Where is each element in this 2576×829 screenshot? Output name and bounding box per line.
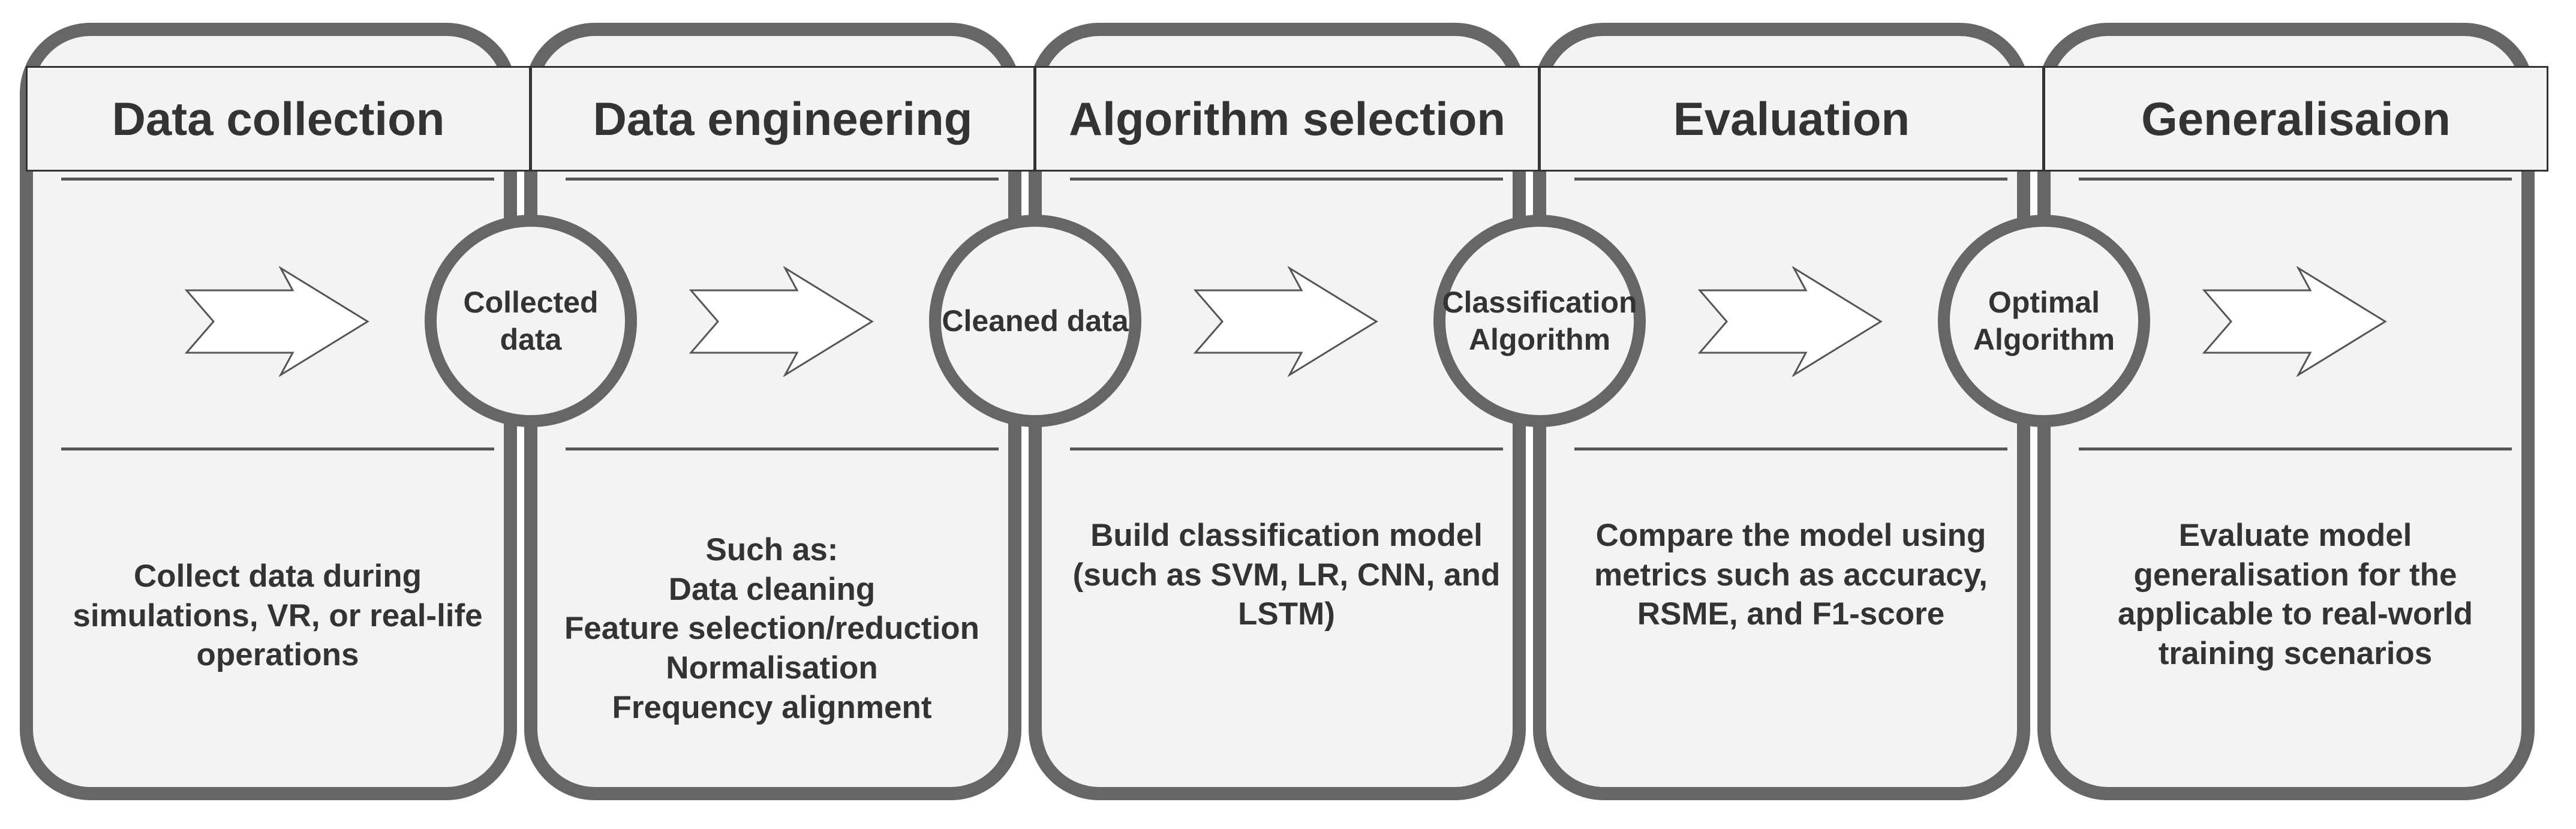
- flow-arrow-icon: [185, 266, 371, 377]
- divider-upper: [566, 178, 999, 181]
- divider-lower: [61, 447, 494, 450]
- stage-description-algorithm-selection: Build classification model (such as SVM,…: [1072, 518, 1501, 632]
- divider-lower: [566, 447, 999, 450]
- flow-arrow-icon: [2202, 266, 2388, 377]
- output-node-classification-algorithm: Classification Algorithm: [1433, 215, 1646, 427]
- divider-upper: [1070, 178, 1503, 181]
- stage-description-data-collection: Collect data during simulations, VR, or …: [73, 558, 483, 673]
- output-node-optimal-algorithm: Optimal Algorithm: [1938, 215, 2150, 427]
- output-node-collected-data: Collected data: [425, 215, 637, 427]
- divider-lower: [1574, 447, 2007, 450]
- stage-title-generalisation: Generalisaion: [2043, 66, 2548, 172]
- divider-upper: [2079, 178, 2512, 181]
- output-node-cleaned-data: Cleaned data: [929, 215, 1141, 427]
- divider-upper: [1574, 178, 2007, 181]
- flow-arrow-icon: [689, 266, 875, 377]
- divider-lower: [1070, 447, 1503, 450]
- divider-lower: [2079, 447, 2512, 450]
- stage-description-data-engineering: Such as: Data cleaning Feature selection…: [564, 532, 980, 725]
- stage-description-generalisation: Evaluate model generalisation for the ap…: [2118, 518, 2473, 672]
- stage-title-algorithm-selection: Algorithm selection: [1035, 66, 1540, 172]
- stage-title-data-collection: Data collection: [26, 66, 531, 172]
- flow-arrow-icon: [1698, 266, 1884, 377]
- divider-upper: [61, 178, 494, 181]
- stage-title-evaluation: Evaluation: [1539, 66, 2044, 172]
- stage-title-data-engineering: Data engineering: [530, 66, 1035, 172]
- flow-arrow-icon: [1194, 266, 1379, 377]
- stage-description-evaluation: Compare the model using metrics such as …: [1594, 518, 1988, 632]
